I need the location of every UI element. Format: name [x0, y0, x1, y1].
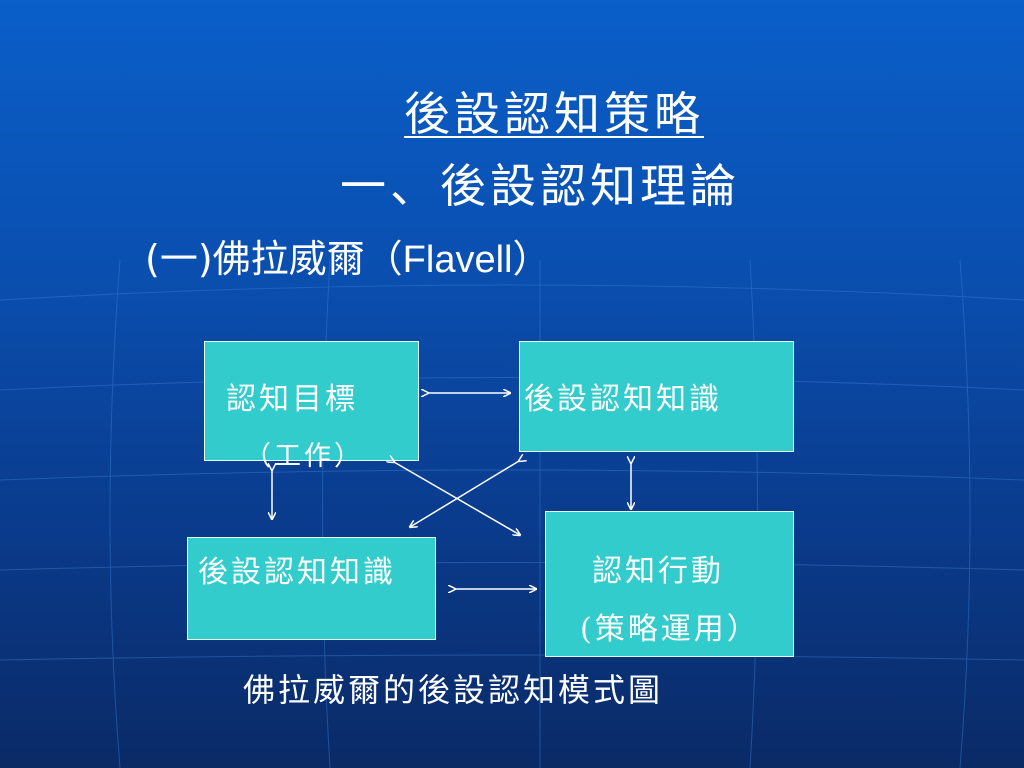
section-heading: (一)佛拉威爾（Flavell） — [145, 228, 551, 283]
section-name: 佛拉威爾（ — [212, 237, 403, 281]
arrow-knowledge-top-knowledge-bottom — [410, 461, 519, 527]
action-sublabel: (策略運用） — [580, 612, 760, 647]
box-cognitive-goal — [204, 341, 419, 461]
section-marker: (一) — [145, 237, 213, 281]
box-cognitive-action — [545, 511, 794, 657]
slide-subtitle: 一、後設認知理論 — [340, 159, 740, 213]
slide-title: 後設認知策略 — [404, 87, 704, 141]
box-metacognitive-knowledge-top — [519, 341, 794, 452]
action-label: 認知行動 — [592, 554, 724, 589]
section-latin-name: Flavell — [402, 239, 513, 281]
goal-sublabel: （工作） — [244, 441, 364, 472]
box-metacognitive-knowledge-bottom — [187, 537, 436, 640]
knowledge-top-label: 後設認知知識 — [524, 382, 722, 417]
diagram-caption: 佛拉威爾的後設認知模式圖 — [243, 671, 664, 709]
knowledge-bottom-label: 後設認知知識 — [198, 555, 396, 590]
section-close: ） — [512, 237, 551, 281]
goal-label: 認知目標 — [226, 382, 358, 417]
